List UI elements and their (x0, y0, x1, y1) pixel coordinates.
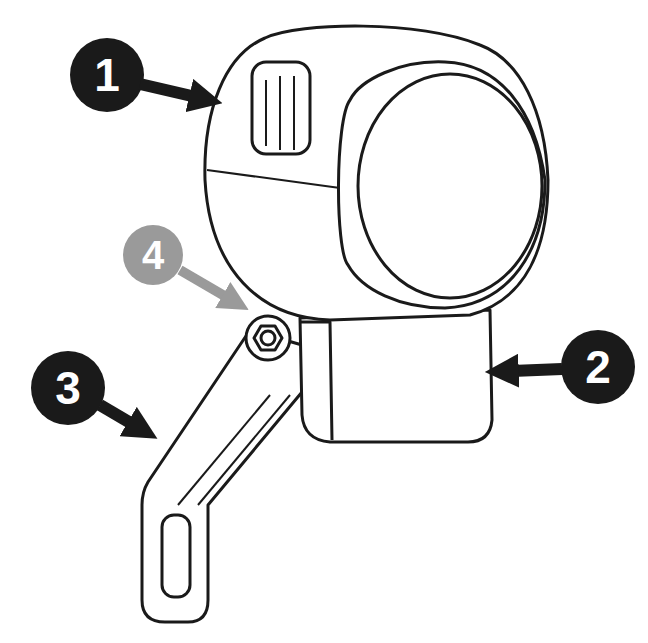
callout-number: 3 (55, 365, 81, 411)
callout-holder: 4 (123, 225, 183, 285)
lamp-drawing (142, 26, 548, 622)
callout-holder: 3 (31, 351, 105, 425)
callout-number: 2 (585, 344, 611, 390)
callout-markers (31, 38, 635, 425)
callout-holder: 1 (70, 38, 144, 112)
callout-number: 1 (94, 52, 120, 98)
callout-holder: 2 (561, 330, 635, 404)
callout-number: 4 (142, 235, 164, 275)
